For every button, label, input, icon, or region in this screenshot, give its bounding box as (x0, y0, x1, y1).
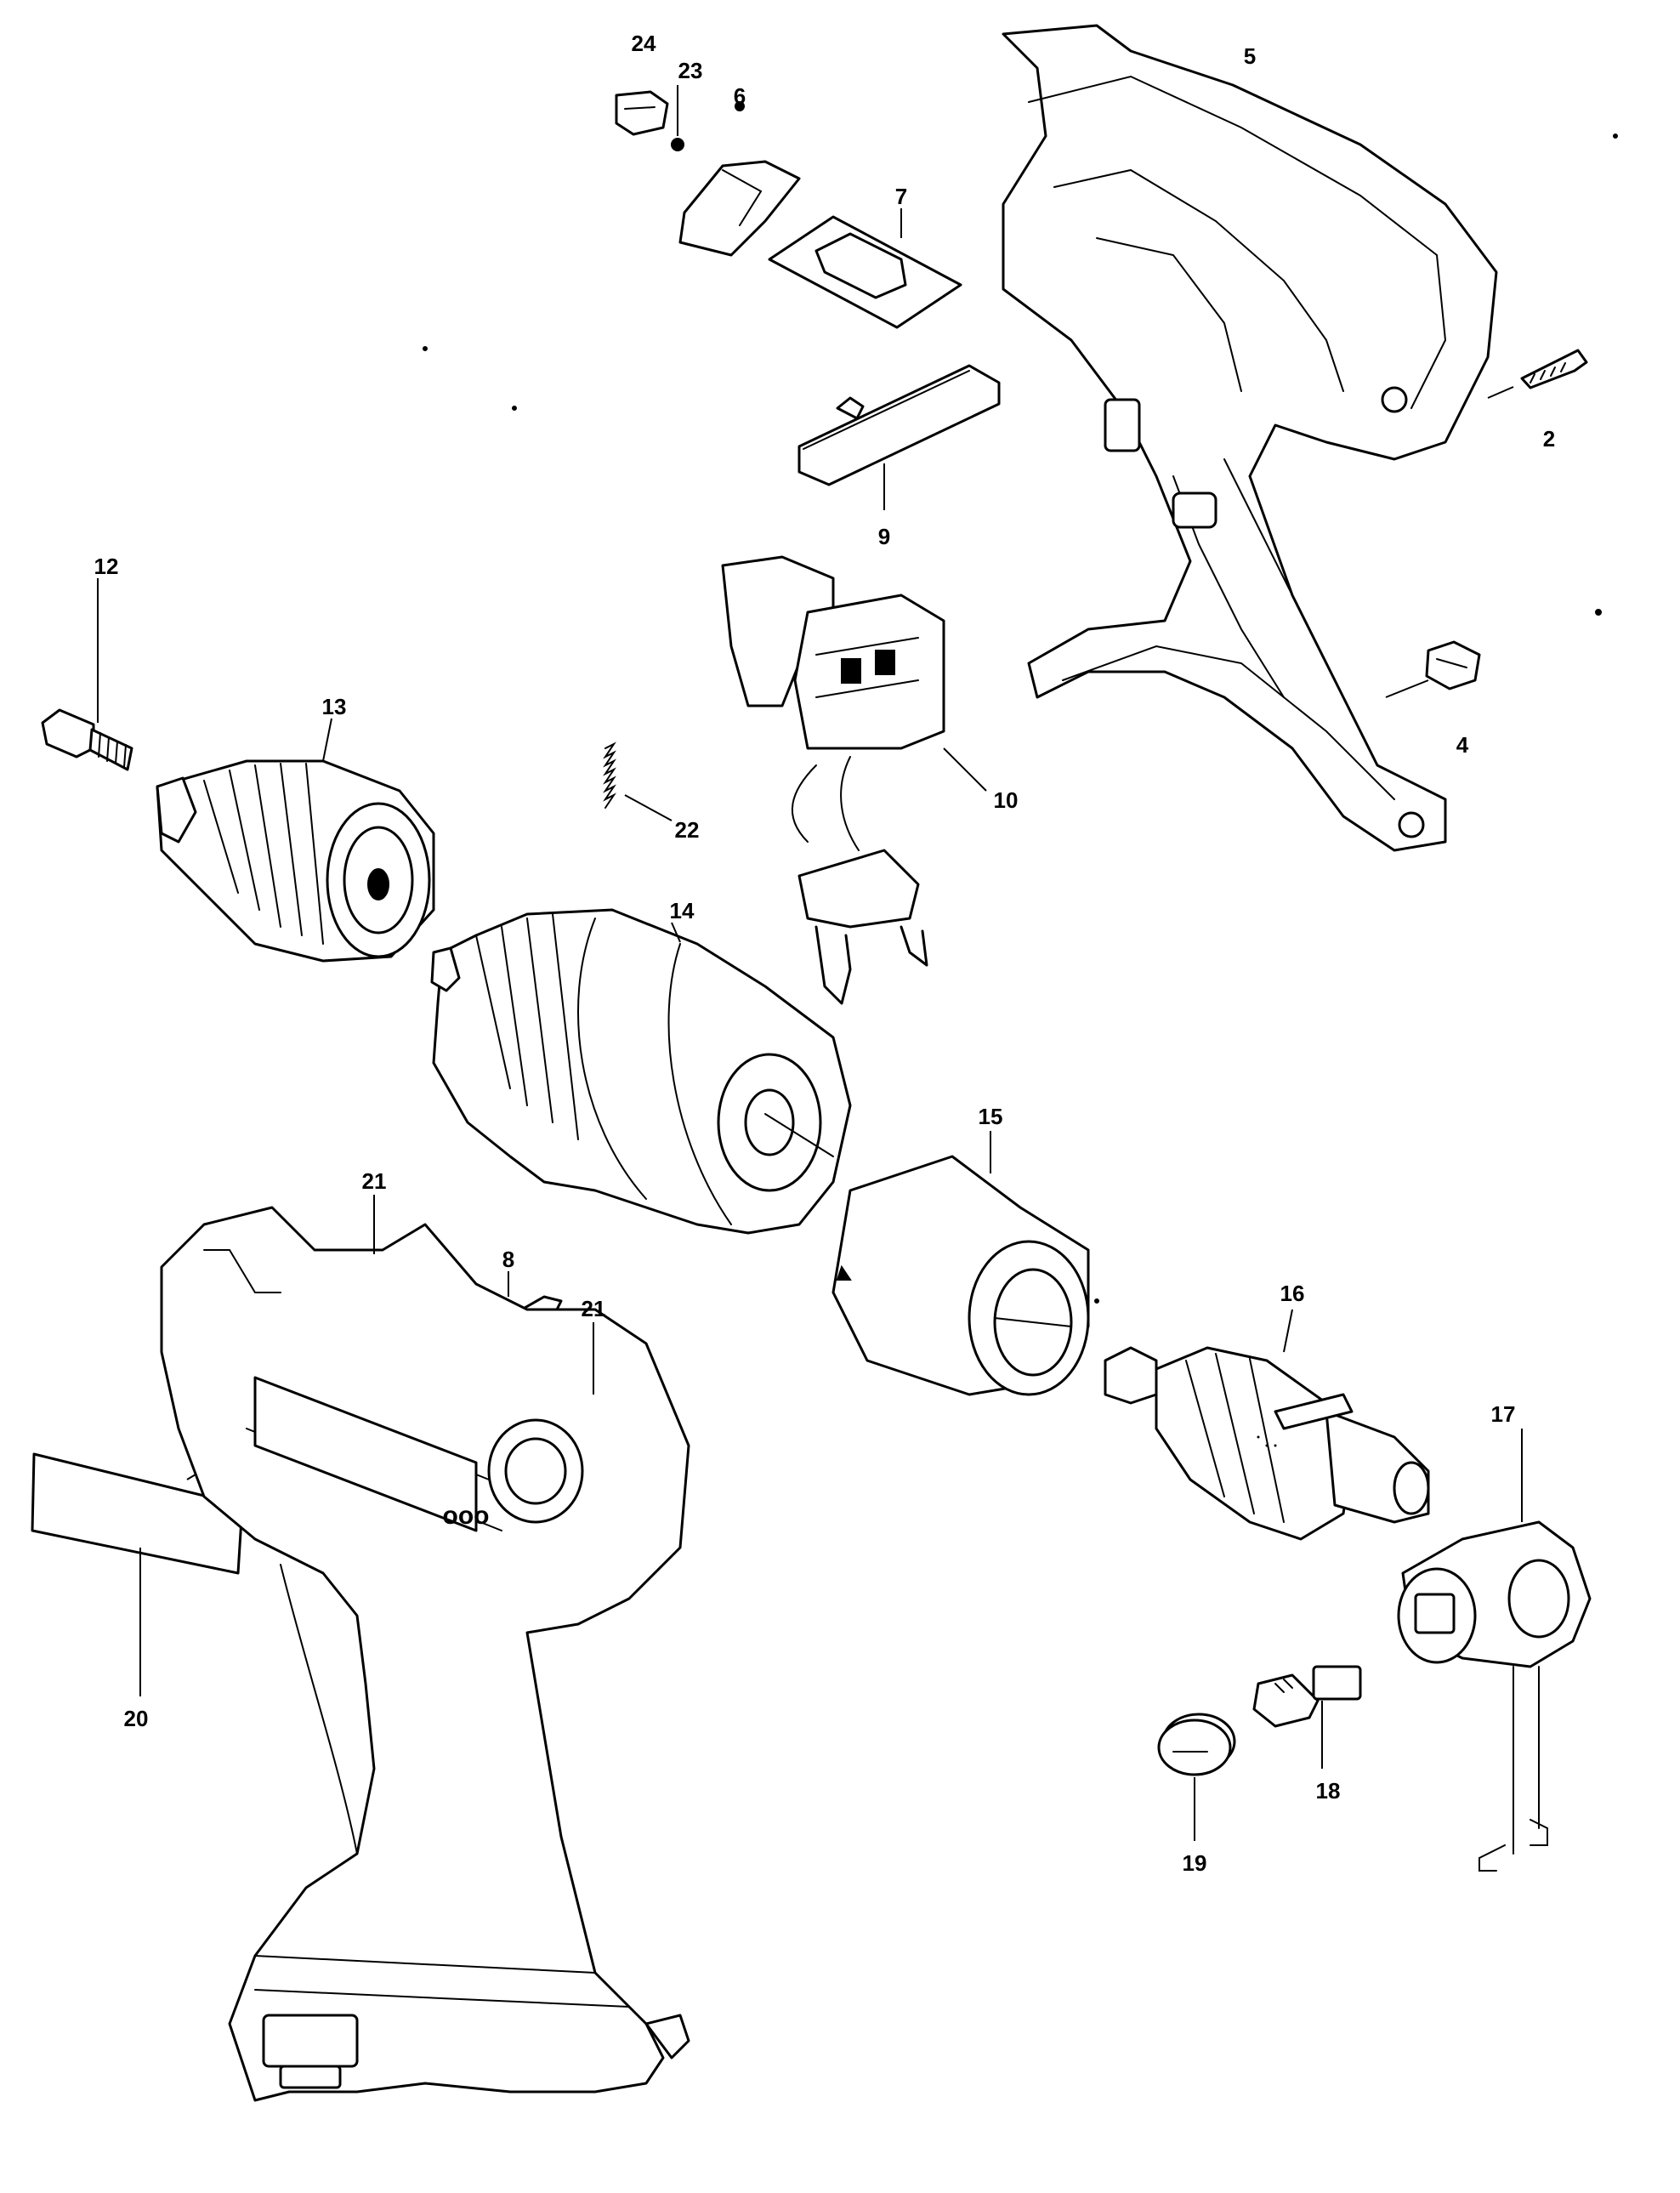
callout-15: 15 (979, 1104, 1003, 1129)
housing-badge: ooo (443, 1502, 490, 1530)
callout-20: 20 (124, 1706, 149, 1731)
part-15-motor-can (831, 1131, 1090, 1396)
part-23-screw (671, 85, 684, 151)
part-10-trigger-switch (721, 555, 987, 1005)
part-17-brush-holder (1397, 1429, 1592, 1872)
part-7-switch-plate (768, 208, 962, 329)
scan-specks (423, 134, 1618, 1304)
callout-8: 8 (502, 1247, 514, 1272)
part-6-lever (678, 101, 801, 257)
part-24-bracket (615, 90, 669, 136)
callout-22: 22 (675, 817, 700, 843)
callout-4: 4 (1456, 732, 1469, 758)
part-19-brush-cap (1157, 1713, 1236, 1841)
callout-labels: 24 23 6 7 5 2 9 12 13 22 10 4 14 15 21 8… (94, 31, 1556, 1876)
callout-14: 14 (670, 898, 695, 923)
callout-9: 9 (878, 524, 890, 549)
callout-13: 13 (322, 694, 347, 719)
part-21-left-housing-half (160, 1195, 690, 2102)
callout-12: 12 (94, 554, 119, 579)
callout-5: 5 (1244, 43, 1256, 69)
part-16-armature (1104, 1309, 1430, 1541)
part-18-carbon-brush (1252, 1435, 1362, 1769)
callout-18: 18 (1316, 1778, 1341, 1804)
part-12-chuck-screw (41, 578, 133, 771)
callout-19: 19 (1183, 1850, 1207, 1876)
callout-21-side: 21 (582, 1296, 606, 1321)
callout-16: 16 (1280, 1281, 1305, 1306)
callout-17: 17 (1491, 1401, 1516, 1427)
callout-21-top: 21 (362, 1168, 387, 1194)
part-4-clip (1385, 640, 1481, 698)
callout-7: 7 (895, 184, 907, 209)
callout-23: 23 (678, 58, 703, 83)
callout-2: 2 (1543, 426, 1555, 452)
callout-10: 10 (994, 787, 1019, 813)
part-2-screw (1487, 349, 1588, 399)
part-9-slider (797, 364, 1001, 510)
part-14-gearbox (430, 908, 852, 1235)
callout-24: 24 (632, 31, 656, 56)
part-22-spring (603, 741, 673, 821)
part-13-keyless-chuck (156, 718, 435, 963)
part-5-right-housing-half (1002, 24, 1498, 852)
callout-6: 6 (734, 83, 746, 109)
